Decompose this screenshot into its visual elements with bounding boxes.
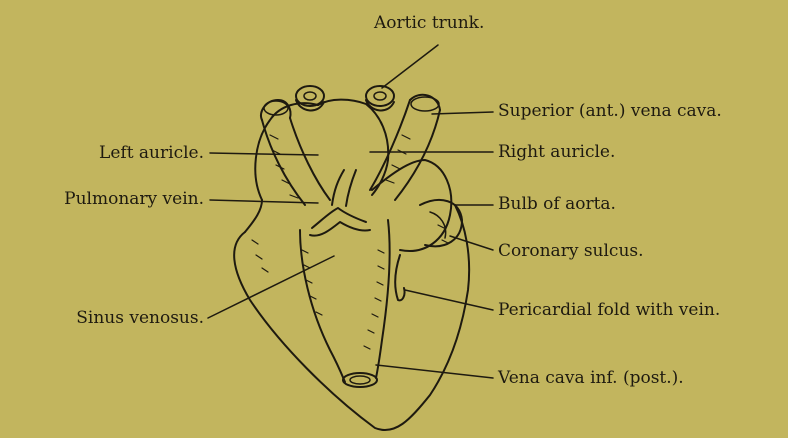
label-aortic-trunk: Aortic trunk. [374, 13, 484, 33]
bulb-of-aorta-outline [420, 200, 462, 246]
ventricle-outline [234, 205, 469, 430]
label-bulb-of-aorta: Bulb of aorta. [498, 194, 616, 214]
label-superior-vena-cava: Superior (ant.) vena cava. [498, 101, 722, 121]
label-coronary-sulcus: Coronary sulcus. [498, 241, 644, 261]
label-sinus-venosus: Sinus venosus. [10, 308, 204, 328]
ventricle-left-edge [245, 200, 262, 232]
label-left-auricle: Left auricle. [40, 143, 204, 163]
left-auricle-outline [255, 103, 318, 200]
vena-cava-inf-opening [343, 373, 377, 387]
label-pulmonary-vein: Pulmonary vein. [2, 189, 204, 209]
label-right-auricle: Right auricle. [498, 142, 615, 162]
pulmonary-vein [312, 208, 366, 228]
label-pericardial-fold: Pericardial fold with vein. [498, 300, 720, 320]
label-vena-cava-inf: Vena cava inf. (post.). [498, 368, 684, 388]
aortic-ring-right [366, 86, 394, 106]
pericardial-fold [395, 255, 404, 300]
